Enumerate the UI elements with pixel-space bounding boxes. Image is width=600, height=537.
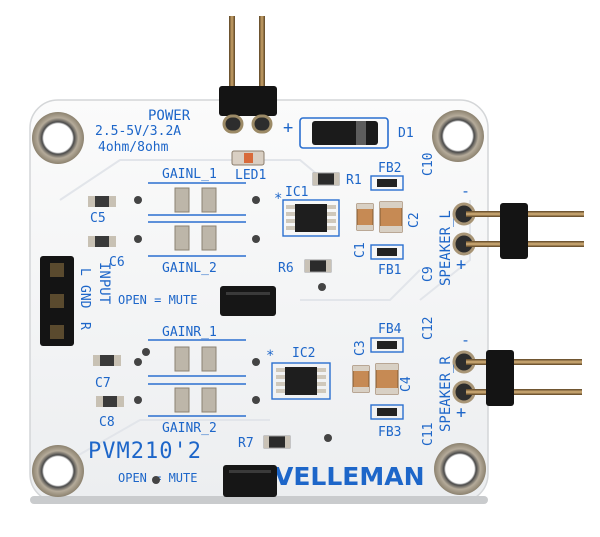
ref-fb2: FB2 (378, 161, 401, 176)
ic2-chip (271, 362, 331, 400)
gain-pads-left (134, 182, 260, 257)
brand-logo-text: VELLEMAN (274, 462, 425, 491)
capacitor-c6 (88, 236, 116, 247)
capacitor-c5 (88, 196, 116, 207)
speaker-left-header (452, 202, 584, 259)
input-pin-l: L (77, 268, 92, 276)
ref-r1: R1 (346, 173, 362, 188)
power-impedance: 4ohm/8ohm (98, 140, 169, 155)
ref-r7: R7 (238, 436, 254, 451)
power-range: 2.5-5V/3.2A (95, 124, 181, 139)
ref-c10: C10 (421, 153, 436, 176)
ref-d1: D1 (398, 126, 414, 141)
capacitor-c4 (375, 363, 399, 395)
gain-label-r1: GAINR_1 (162, 325, 217, 340)
ref-fb4: FB4 (378, 322, 402, 337)
gain-label-r2: GAINR_2 (162, 421, 217, 436)
capacitor-c1 (356, 203, 374, 231)
ref-c1: C1 (353, 242, 368, 258)
ref-r6: R6 (278, 261, 294, 276)
input-pin-gnd: GND (77, 285, 92, 309)
mounting-hole (32, 112, 84, 164)
gain-pads-right (134, 339, 260, 417)
mounting-hole (434, 443, 486, 495)
ref-ic2: IC2 (292, 346, 315, 361)
capacitor-c7 (93, 355, 121, 366)
mounting-hole (32, 445, 84, 497)
resistor-r1 (312, 172, 340, 186)
mute-jumper-top (220, 286, 276, 316)
ic1-chip (282, 199, 340, 237)
ref-c8: C8 (99, 415, 115, 430)
ref-c5: C5 (90, 211, 106, 226)
input-header (40, 256, 74, 346)
ref-ic1: IC1 (285, 185, 308, 200)
capacitor-c3 (352, 365, 370, 393)
mounting-hole (432, 110, 484, 162)
ic2-star: * (266, 348, 274, 364)
speaker-right-plus: + (456, 403, 466, 423)
ref-c12: C12 (421, 317, 436, 340)
ref-c4: C4 (399, 376, 414, 392)
speaker-right-header (452, 350, 582, 406)
ref-fb3: FB3 (378, 425, 401, 440)
resistor-r7 (263, 435, 291, 449)
ref-c6: C6 (109, 255, 125, 270)
gain-label-l2: GAINL_2 (162, 261, 217, 276)
ferrite-fb1 (370, 244, 404, 260)
power-header (219, 16, 277, 134)
resistor-r6 (304, 259, 332, 273)
ferrite-fb2 (370, 175, 404, 191)
ic1-star: * (274, 191, 282, 207)
power-plus-label: + (283, 118, 293, 138)
ferrite-fb3 (370, 404, 404, 420)
capacitor-c8 (96, 396, 124, 407)
ferrite-fb4 (370, 337, 404, 353)
speaker-right-label: SPEAKER_R (438, 356, 454, 432)
ref-c3: C3 (353, 340, 368, 356)
ref-fb1: FB1 (378, 263, 401, 278)
open-mute-top: OPEN = MUTE (118, 293, 197, 307)
mute-jumper-bottom (223, 465, 277, 497)
capacitor-c2 (379, 201, 403, 233)
speaker-left-plus: + (456, 255, 466, 275)
speaker-left-label: SPEAKER_L (438, 210, 454, 286)
input-pin-r: R (77, 322, 92, 330)
ref-c11: C11 (421, 423, 436, 446)
power-title: POWER (148, 108, 191, 124)
speaker-left-minus: - (461, 182, 470, 200)
gain-label-l1: GAINL_1 (162, 167, 217, 182)
ref-c2: C2 (407, 212, 422, 228)
diode-d1 (299, 117, 389, 149)
ref-c7: C7 (95, 376, 111, 391)
ref-c9: C9 (421, 266, 436, 282)
ref-led1: LED1 (235, 168, 266, 183)
speaker-right-minus: - (461, 331, 470, 349)
led1 (231, 150, 265, 166)
input-label: INPUT (96, 262, 112, 305)
model-label: PVM210'2 (88, 439, 202, 464)
